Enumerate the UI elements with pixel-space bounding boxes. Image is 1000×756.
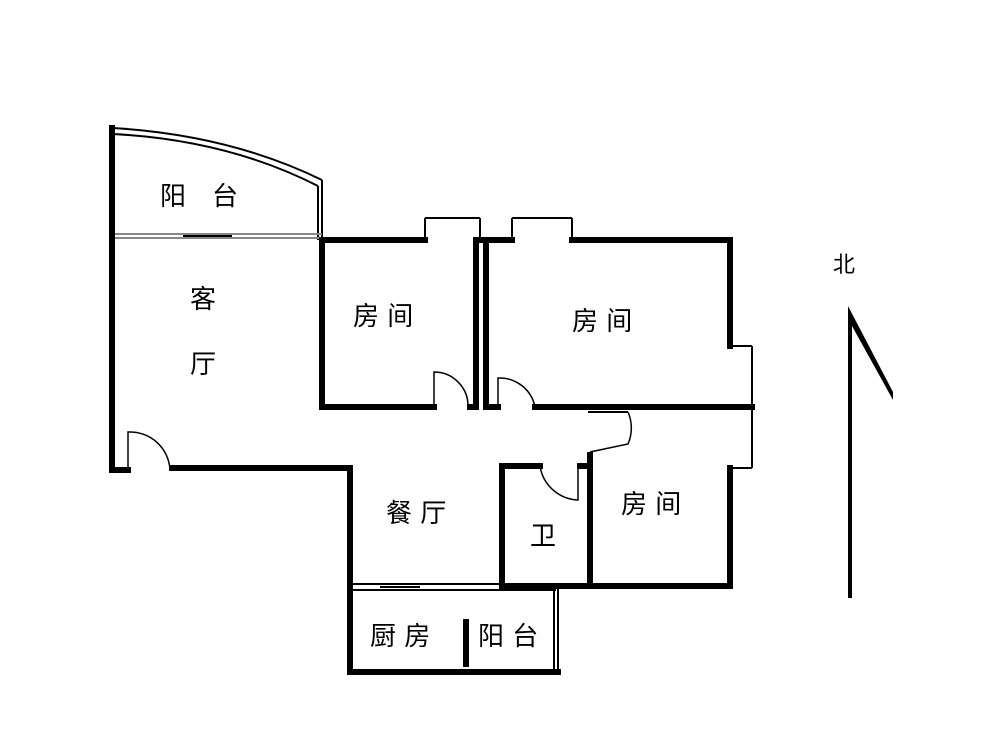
bedroom-2-label: 房 间 (572, 307, 632, 337)
bathroom-label: 卫 (530, 522, 556, 552)
bedroom-2-walls (483, 217, 755, 410)
balcony-small-label: 阳 台 (478, 622, 538, 652)
bedroom-1-label: 房 间 (353, 302, 413, 332)
bathroom-walls (499, 463, 593, 589)
kitchen-label: 厨 房 (370, 622, 430, 652)
bedroom-3-walls (587, 407, 753, 589)
north-label: 北 (833, 253, 855, 278)
living-room-label-1: 客 (190, 285, 216, 315)
living-room-door (127, 431, 171, 471)
balcony-top-label: 阳 台 (160, 182, 238, 212)
living-room-label-2: 厅 (190, 350, 216, 380)
exterior-walls (109, 125, 561, 675)
dining-room-label: 餐 厅 (386, 499, 446, 529)
north-arrow: 北 (833, 253, 893, 598)
bedroom-1-walls (319, 217, 483, 410)
balcony-top (112, 127, 323, 240)
bedroom-3-label: 房 间 (621, 490, 681, 520)
north-arrow-icon (848, 306, 893, 598)
